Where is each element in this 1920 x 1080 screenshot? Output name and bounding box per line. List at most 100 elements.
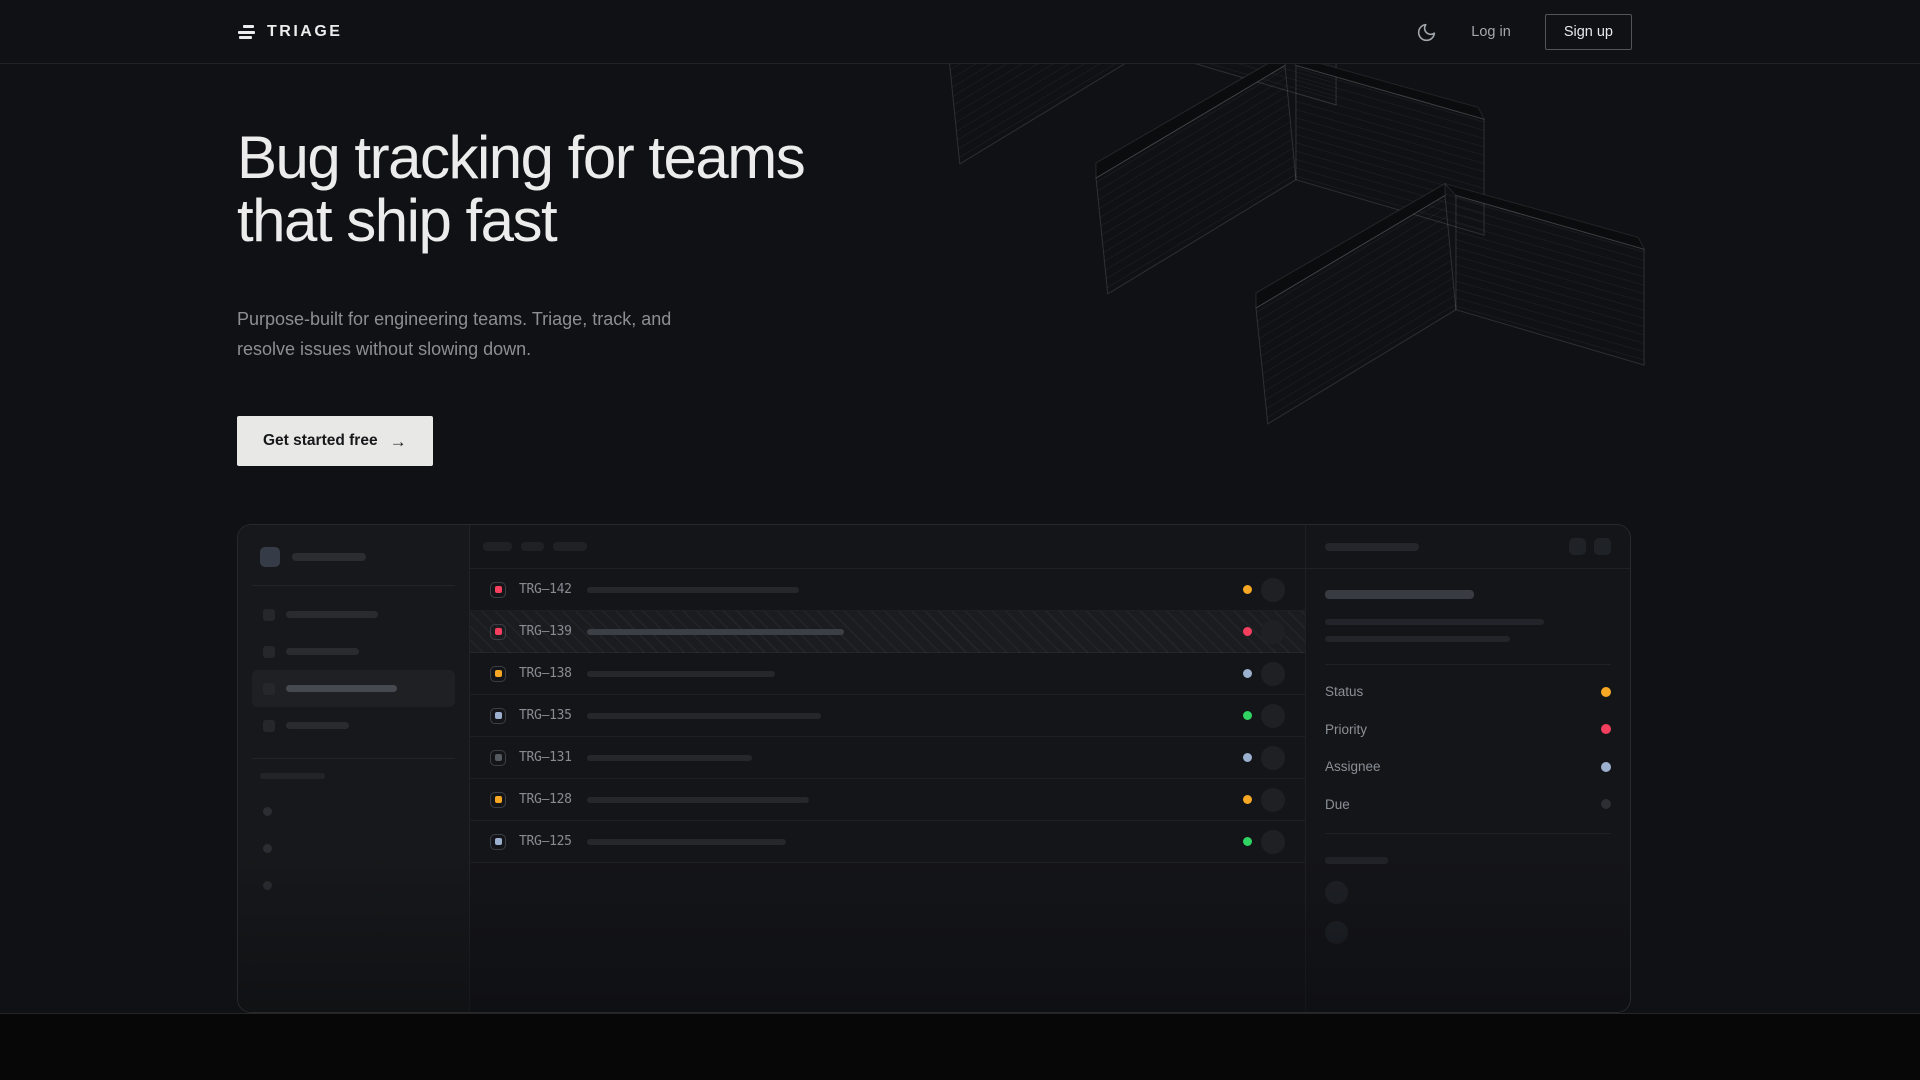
issue-id: TRG–131 [519,750,572,765]
mockup-issue-list: TRG–142 TRG–139 TRG–138 TRG–135 TRG–131 [470,525,1306,1012]
arrow-right-icon: → [389,431,407,451]
status-dot [1243,669,1252,678]
mock-issue-row: TRG–138 [470,653,1305,695]
panel-field-label: Assignee [1325,759,1381,775]
panel-field-row: Due [1325,786,1611,824]
issue-type-icon [490,833,506,850]
panel-avatar-skeleton [1325,921,1348,944]
theme-toggle-button[interactable] [1416,22,1437,43]
mockup-sidebar-item [252,670,455,707]
mockup-sidebar [238,525,470,1012]
workspace-avatar-skeleton [260,547,280,567]
assignee-avatar-skeleton [1261,619,1285,644]
mockup-sidebar-item [252,707,455,744]
mockup-sidebar-item [252,633,455,670]
mockup-panel-body: Status Priority Assignee Due [1306,569,1630,944]
mock-issue-row: TRG–125 [470,821,1305,863]
issue-title-skeleton [1325,590,1474,599]
panel-field-row: Priority [1325,711,1611,749]
issue-id: TRG–139 [519,624,572,639]
panel-field-dot [1601,724,1611,735]
panel-field-dot [1601,799,1611,810]
get-started-label: Get started free [263,432,378,449]
assignee-avatar-skeleton [1261,829,1285,854]
mock-issue-row: TRG–135 [470,695,1305,737]
issue-type-icon [490,623,506,640]
mockup-sidebar-dots [238,807,469,890]
mockup-sidebar-header [238,525,469,585]
sidebar-item-icon-skeleton [263,608,275,621]
issue-title-skeleton [586,754,752,761]
hero-section: Bug tracking for teams that ship fast Pu… [237,124,806,466]
issue-title-skeleton [586,670,775,677]
issue-title-skeleton [586,796,809,803]
mock-issue-row: TRG–131 [470,737,1305,779]
assignee-avatar-skeleton [1261,577,1285,602]
panel-field-label: Priority [1325,721,1368,737]
issue-id: TRG–135 [519,708,572,723]
hero-heading-line2: that ship fast [237,187,558,254]
status-dot [1243,585,1252,594]
mock-issue-row: TRG–142 [470,569,1305,611]
assignee-avatar-skeleton [1261,703,1285,728]
toolbar-pill-skeleton [521,542,544,551]
issue-type-icon [490,791,506,808]
mockup-sidebar-footer [249,773,455,779]
issue-id: TRG–142 [519,582,572,597]
mockup-panel-avatars [1325,881,1611,944]
issue-id: TRG–125 [519,834,572,849]
toolbar-pill-skeleton [483,542,512,551]
status-dot [1243,627,1252,636]
brand-name: TRIAGE [267,23,343,40]
mockup-sidebar-item [252,596,455,633]
panel-field-row: Status [1325,673,1611,711]
skeleton-bar [1325,542,1419,551]
hero-heading-line1: Bug tracking for teams [237,124,806,191]
sidebar-dot-skeleton [263,881,272,890]
panel-field-dot [1601,686,1611,697]
divider [252,585,455,586]
signup-button[interactable]: Sign up [1544,14,1632,50]
skeleton-bar [292,553,366,561]
skeleton-bar [286,611,378,618]
skeleton-bar [286,685,397,692]
assignee-avatar-skeleton [1261,661,1285,686]
navbar: TRIAGE Log in Sign up [0,0,1920,64]
mockup-list-toolbar [470,525,1305,569]
issue-title-skeleton [586,628,844,635]
hero-subtitle: Purpose-built for engineering teams. Tri… [237,309,672,359]
triage-logo-icon [237,25,255,39]
issue-title-skeleton [586,838,786,845]
mockup-panel-actions [1569,538,1611,555]
assignee-avatar-skeleton [1261,745,1285,770]
skeleton-bar [1325,857,1388,864]
panel-action-skeleton [1569,538,1586,555]
panel-field-label: Due [1325,796,1350,812]
issue-title-skeleton [586,586,799,593]
mockup-list-rows: TRG–142 TRG–139 TRG–138 TRG–135 TRG–131 [470,569,1305,863]
status-dot [1243,837,1252,846]
mock-issue-row: TRG–139 [470,611,1305,653]
app-mockup: TRG–142 TRG–139 TRG–138 TRG–135 TRG–131 [237,524,1631,1013]
mockup-panel-fields: Status Priority Assignee Due [1325,673,1611,823]
status-dot [1243,753,1252,762]
assignee-avatar-skeleton [1261,787,1285,812]
issue-type-icon [490,749,506,766]
issue-type-icon [490,707,506,724]
nav-actions: Log in Sign up [1416,14,1632,50]
footer [0,1013,1920,1080]
divider [252,758,455,759]
toolbar-pill-skeleton [553,542,587,551]
login-link[interactable]: Log in [1471,24,1511,40]
skeleton-bar [286,722,349,729]
panel-field-row: Assignee [1325,748,1611,786]
status-dot [1243,795,1252,804]
get-started-button[interactable]: Get started free → [237,416,433,466]
hero-heading: Bug tracking for teams that ship fast [237,124,806,254]
brand-logo[interactable]: TRIAGE [237,23,342,41]
moon-icon [1418,23,1436,41]
mockup-detail-panel: Status Priority Assignee Due [1306,525,1630,1012]
skeleton-bar [260,773,325,779]
panel-field-label: Status [1325,684,1364,700]
